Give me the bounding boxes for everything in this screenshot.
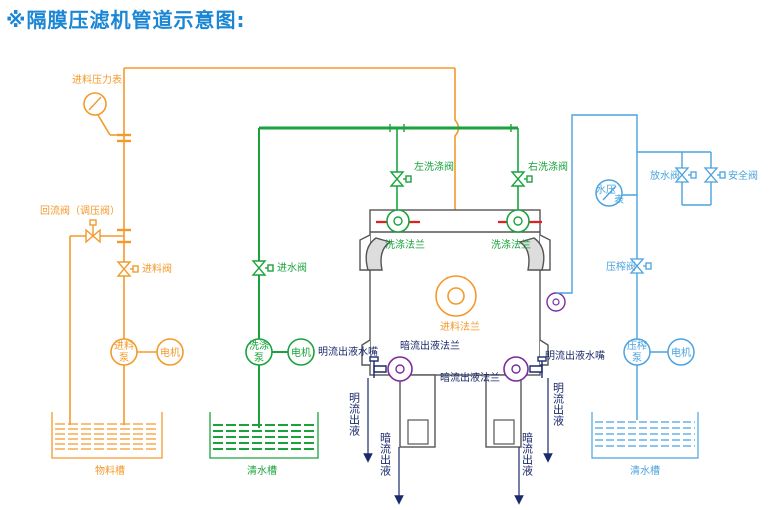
hidden-flange-bottom-label: 暗流出液法兰	[440, 371, 500, 384]
safety-valve-label: 安全阀	[728, 169, 758, 182]
inlet-gauge-label: 进料压力表	[72, 73, 122, 86]
wash-flange-right-label: 洗涤法兰	[491, 238, 531, 251]
left-wash-valve-label: 左洗涤阀	[414, 160, 454, 173]
wash-motor-icon	[287, 338, 315, 366]
clean-water-tank-2	[591, 412, 699, 459]
left-hidden-flange-icon	[387, 356, 413, 382]
drain-valve-icon	[674, 167, 697, 183]
left-wash-flange-icon	[386, 209, 410, 233]
clean-water-tank-1	[209, 412, 319, 459]
material-tank	[51, 412, 163, 459]
squeeze-inlet-flange-icon	[546, 292, 566, 312]
squeeze-motor-icon	[667, 338, 695, 366]
squeeze-pump-label-1: 压榨	[627, 339, 647, 352]
squeeze-valve-icon	[629, 258, 652, 274]
material-tank-label: 物料槽	[95, 464, 125, 477]
filter-press-body	[359, 209, 551, 448]
right-wash-valve-icon	[510, 171, 533, 187]
wash-flange-left-label: 洗涤法兰	[385, 238, 425, 251]
feed-pump-label-2: 泵	[119, 352, 129, 364]
clean-tank-2-label: 清水槽	[630, 464, 660, 477]
wash-pump-label-2: 泵	[254, 352, 264, 364]
feed-pump-label-1: 进料	[114, 339, 134, 352]
left-wash-valve-icon	[389, 171, 412, 187]
safety-valve-icon	[703, 167, 726, 183]
water-pressure-gauge-icon	[595, 179, 623, 207]
squeeze-pump-icon	[623, 338, 651, 366]
motor-label-2: 电机	[291, 346, 311, 359]
feed-pump-icon	[110, 338, 138, 366]
open-nozzle-left-label: 明流出液水嘴	[318, 345, 378, 358]
motor-label-1: 电机	[160, 346, 180, 359]
return-valve-icon	[85, 219, 101, 244]
wash-pump-icon	[245, 338, 273, 366]
feed-motor-icon	[156, 338, 184, 366]
hidden-outflow-left-label: 暗流出液	[379, 431, 392, 477]
inlet-valve-label: 进料阀	[142, 262, 172, 275]
feed-flange-label: 进料法兰	[440, 320, 480, 333]
drain-valve-label: 放水阀	[650, 169, 680, 182]
right-wash-flange-icon	[506, 209, 530, 233]
wash-pump-label-1: 洗涤	[249, 339, 269, 352]
open-nozzle-right-icon	[529, 356, 547, 378]
return-valve-label: 回流阀（调压阀）	[40, 204, 120, 217]
motor-label-3: 电机	[671, 346, 691, 359]
hidden-outflow-right-label: 暗流出液	[521, 431, 534, 477]
inlet-valve-icon	[116, 261, 139, 277]
water-inlet-valve-label: 进水阀	[277, 261, 307, 274]
feed-flange-icon	[435, 275, 477, 317]
inlet-pressure-gauge-icon	[83, 92, 107, 116]
open-nozzle-left-icon	[369, 356, 387, 378]
squeeze-valve-label: 压榨阀	[606, 260, 636, 273]
water-gauge-label-2: 表	[614, 193, 624, 206]
clean-tank-1-label: 清水槽	[247, 464, 277, 477]
wash-line	[258, 124, 519, 428]
outflow-arrows	[363, 378, 553, 505]
right-hidden-flange-icon	[503, 356, 529, 382]
open-outflow-left-label: 明流出液	[348, 392, 361, 437]
open-outflow-right-label: 明流出液	[552, 382, 565, 427]
right-wash-valve-label: 右洗涤阀	[528, 160, 568, 173]
hidden-flange-top-label: 暗流出液法兰	[400, 339, 460, 352]
squeeze-pump-label-2: 泵	[632, 352, 642, 364]
water-gauge-label-1: 水压	[596, 184, 616, 196]
water-inlet-valve-icon	[251, 260, 274, 276]
open-nozzle-right-label: 明流出液水嘴	[545, 349, 605, 362]
page-title: ※隔膜压滤机管道示意图:	[6, 8, 246, 32]
